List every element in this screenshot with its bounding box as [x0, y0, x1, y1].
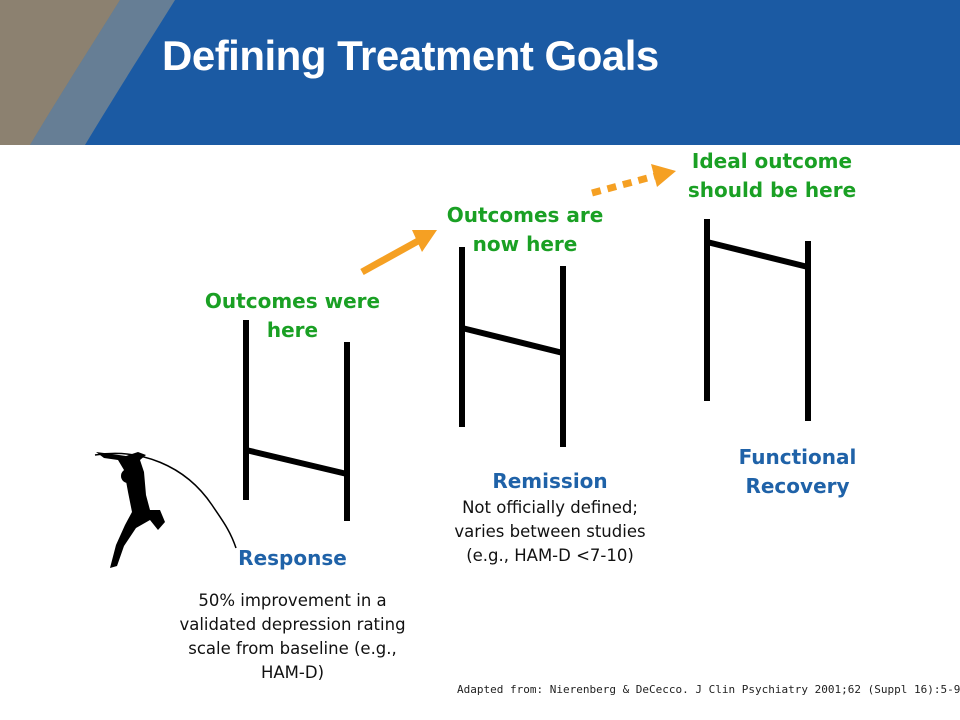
citation: Adapted from: Nierenberg & DeCecco. J Cl…	[457, 683, 960, 696]
hurdle-icon	[243, 320, 350, 521]
stage-name-line: Recovery	[745, 474, 850, 498]
description-line: varies between studies	[454, 522, 646, 541]
status-line: here	[266, 318, 319, 342]
status-line: Ideal outcome	[691, 149, 853, 173]
hurdle-icon	[459, 247, 566, 447]
description-line: (e.g., HAM-D <7-10)	[466, 546, 634, 565]
header-band: Defining Treatment Goals	[0, 0, 960, 145]
description-line: 50% improvement in a	[198, 591, 387, 610]
stage-name-line: Functional	[738, 445, 857, 469]
functional-recovery-stage-name: Functional Recovery	[695, 443, 900, 501]
description-line: validated depression rating	[179, 615, 406, 634]
dotted-arrow-icon	[591, 164, 676, 197]
description-line: Not officially defined;	[462, 498, 638, 517]
status-line: should be here	[687, 178, 857, 202]
response-description: 50% improvement in a validated depressio…	[150, 589, 435, 685]
header-swoosh	[0, 0, 175, 145]
response-status-label: Outcomes were here	[190, 287, 395, 345]
solid-arrow-icon	[360, 230, 437, 276]
remission-stage-name: Remission	[492, 469, 608, 493]
status-line: Outcomes were	[204, 289, 381, 313]
status-line: now here	[472, 232, 578, 256]
description-line: HAM-D)	[260, 663, 325, 682]
pole-vaulter-icon	[94, 452, 237, 568]
functional-recovery-status-label: Ideal outcome should be here	[662, 147, 882, 205]
description-line: scale from baseline (e.g.,	[188, 639, 397, 658]
remission-status-label: Outcomes are now here	[425, 201, 625, 259]
slide-title: Defining Treatment Goals	[162, 32, 659, 79]
remission-description: Not officially defined; varies between s…	[420, 496, 680, 568]
response-stage-name: Response	[238, 546, 347, 570]
hurdle-icon	[704, 219, 811, 421]
status-line: Outcomes are	[446, 203, 604, 227]
